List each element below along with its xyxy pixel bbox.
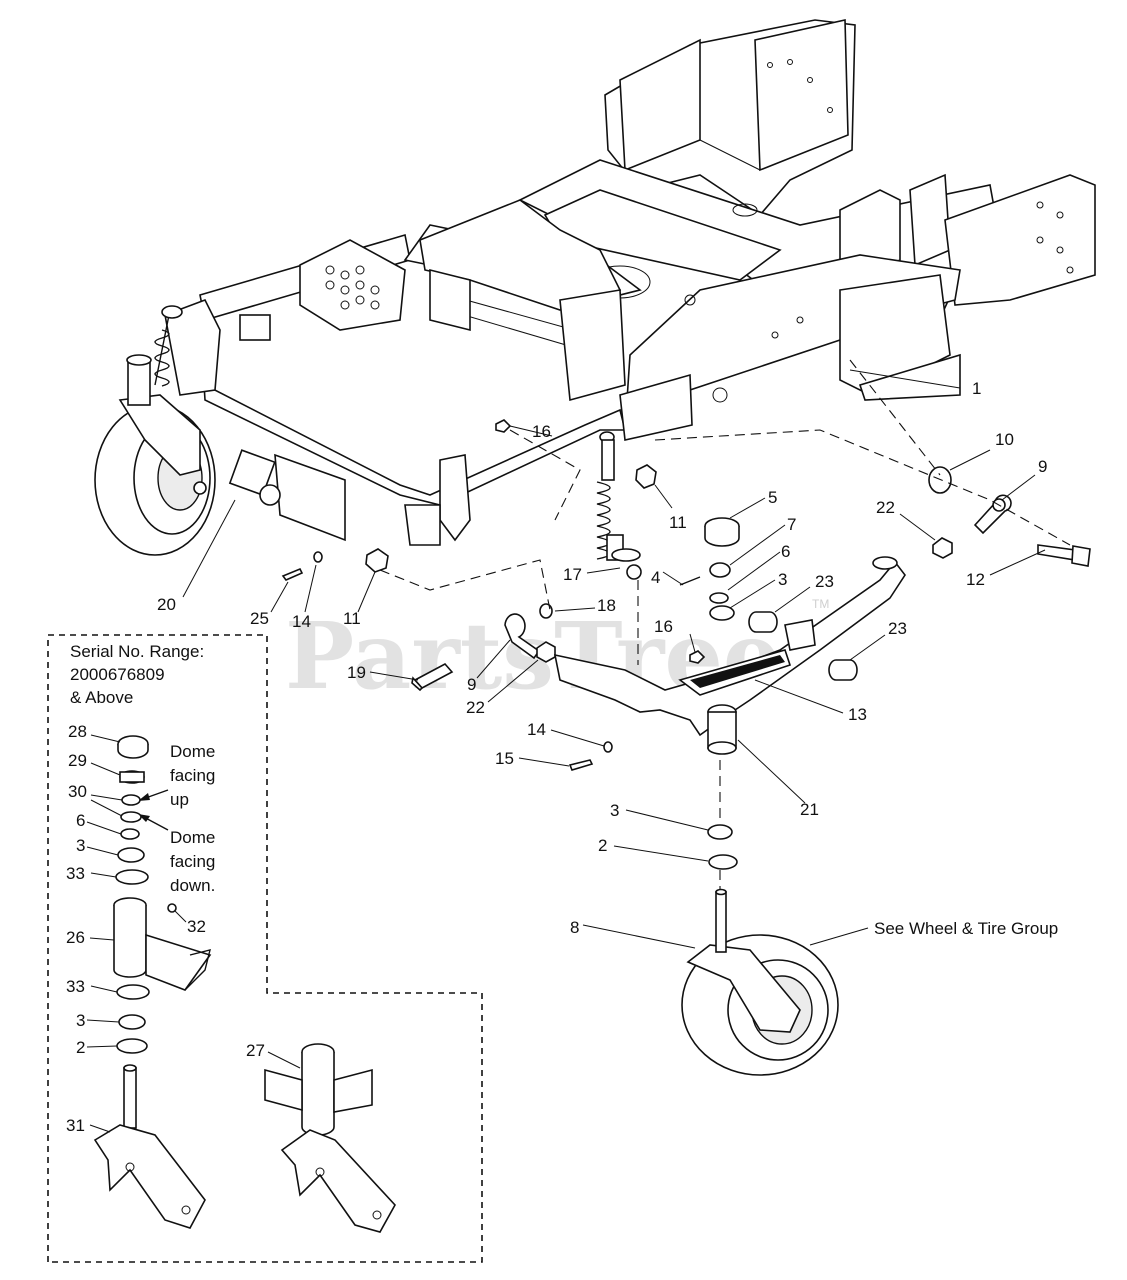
leader-lines (182, 369, 1046, 949)
serial-line-2: 2000676809 (70, 665, 165, 684)
callout-30: 30 (68, 782, 87, 801)
callout-13: 13 (848, 705, 867, 724)
dome-down-3: down. (170, 876, 215, 895)
callout-3: 3 (778, 570, 787, 589)
callout-6: 6 (781, 542, 790, 561)
callout-9: 9 (1038, 457, 1047, 476)
main-frame (164, 19, 1096, 546)
callout-3-inset-b: 3 (76, 1011, 85, 1030)
callout-22b: 22 (466, 698, 485, 717)
callout-33b: 33 (66, 977, 85, 996)
callout-21: 21 (800, 800, 819, 819)
callout-2: 2 (598, 836, 607, 855)
callout-19: 19 (347, 663, 366, 682)
callout-22: 22 (876, 498, 895, 517)
callout-8: 8 (570, 918, 579, 937)
callouts-main: 1 10 9 22 12 5 7 6 3 23 23 4 17 11 16 16… (157, 379, 1058, 938)
callout-23: 23 (815, 572, 834, 591)
serial-line-3: & Above (70, 688, 133, 707)
callout-4: 4 (651, 568, 660, 587)
dome-down-1: Dome (170, 828, 215, 847)
callout-17: 17 (563, 565, 582, 584)
callout-11: 11 (669, 513, 687, 532)
serial-inset: Serial No. Range: 2000676809 & Above Dom… (47, 634, 483, 1263)
callout-2-inset: 2 (76, 1038, 85, 1057)
serial-line-1: Serial No. Range: (70, 642, 204, 661)
callout-16: 16 (532, 422, 551, 441)
front-axle (553, 556, 906, 755)
dome-up-1: Dome (170, 742, 215, 761)
caster-wheel-assembly (681, 824, 839, 1076)
callout-26: 26 (66, 928, 85, 947)
callout-12: 12 (966, 570, 985, 589)
callout-23b: 23 (888, 619, 907, 638)
callout-16b: 16 (654, 617, 673, 636)
callout-11b: 11 (343, 609, 361, 628)
dome-down-2: facing (170, 852, 215, 871)
watermark-trademark: TM (812, 597, 829, 611)
callout-3-inset: 3 (76, 836, 85, 855)
wheel-tire-note: See Wheel & Tire Group (874, 919, 1058, 938)
deck-holes (325, 265, 380, 310)
callout-6-inset: 6 (76, 811, 85, 830)
callout-9b: 9 (467, 675, 476, 694)
callout-14: 14 (527, 720, 546, 739)
frame-left-caster (94, 305, 281, 556)
assembly-lines (379, 359, 1071, 890)
shock-absorber (596, 431, 642, 580)
callout-7: 7 (787, 515, 796, 534)
callout-14b: 14 (292, 612, 311, 631)
callout-18: 18 (597, 596, 616, 615)
dome-up-2: facing (170, 766, 215, 785)
callout-10: 10 (995, 430, 1014, 449)
callout-29: 29 (68, 751, 87, 770)
callout-25: 25 (250, 609, 269, 628)
callout-3b: 3 (610, 801, 619, 820)
frame-shock (154, 305, 183, 387)
callout-20: 20 (157, 595, 176, 614)
dome-up-3: up (170, 790, 189, 809)
callout-31: 31 (66, 1116, 85, 1135)
callout-5: 5 (768, 488, 777, 507)
callout-27: 27 (246, 1041, 265, 1060)
callout-1: 1 (972, 379, 981, 398)
callout-28: 28 (68, 722, 87, 741)
callout-32: 32 (187, 917, 206, 936)
callout-15: 15 (495, 749, 514, 768)
callout-33: 33 (66, 864, 85, 883)
